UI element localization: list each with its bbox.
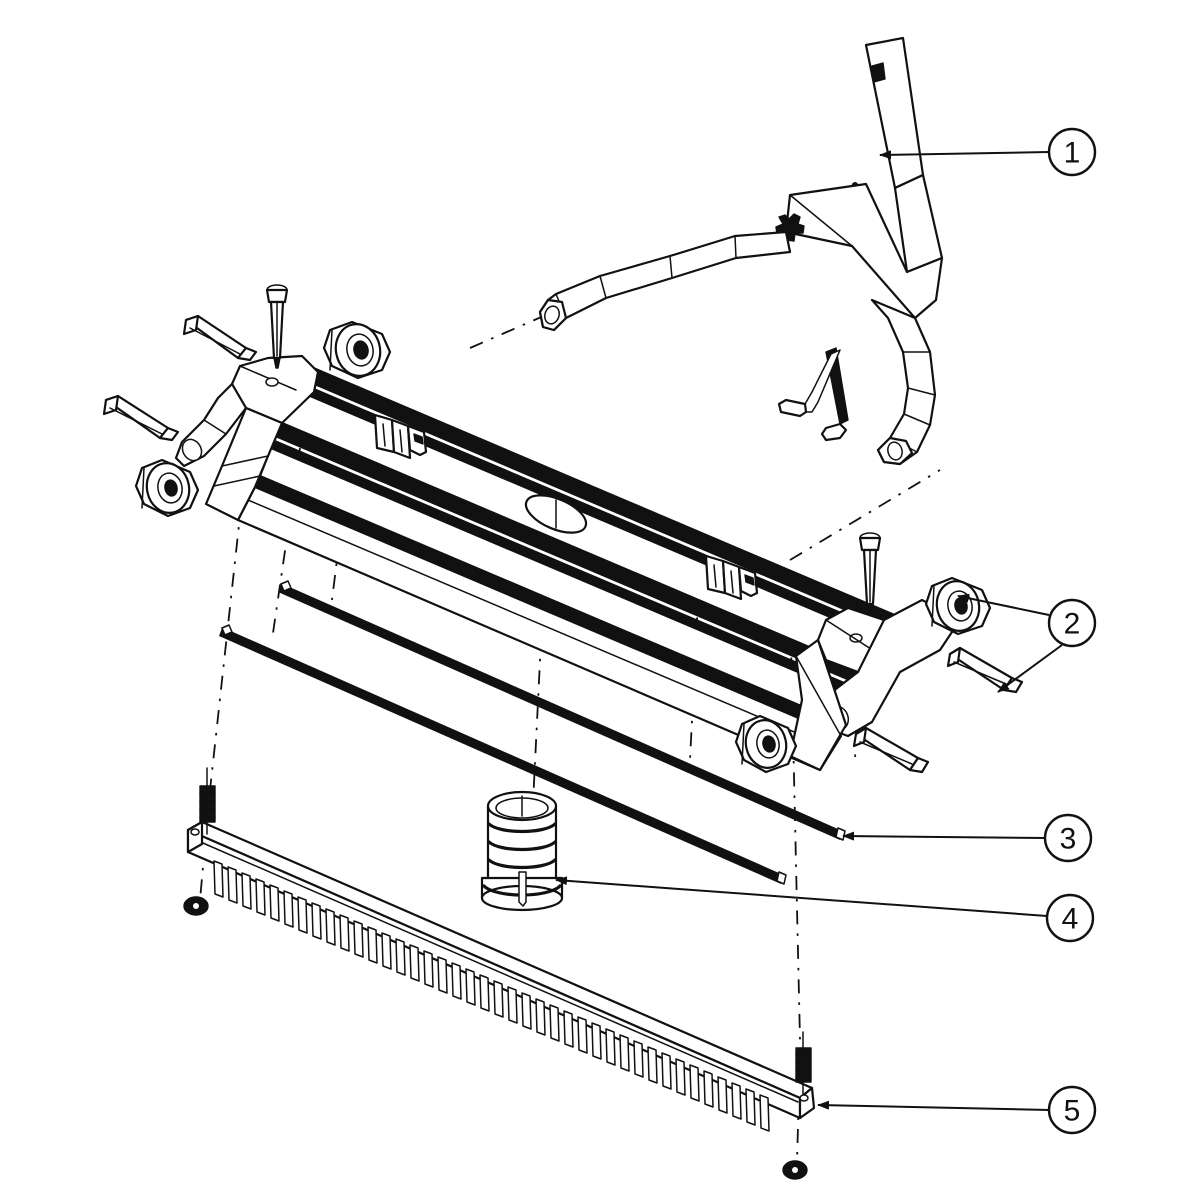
callout-balloons: 1 2 3 4 5 bbox=[1043, 127, 1097, 1135]
notched-squeegee-blade bbox=[186, 820, 816, 1132]
squeegee-main-body bbox=[134, 320, 992, 774]
callout-3[interactable]: 3 bbox=[1043, 813, 1093, 863]
callout-5[interactable]: 5 bbox=[1047, 1085, 1097, 1135]
callout-5-label: 5 bbox=[1064, 1095, 1081, 1128]
leader-3 bbox=[842, 831, 1046, 841]
callout-leaders bbox=[555, 150, 1063, 1111]
coil-spring-right bbox=[795, 1031, 812, 1095]
clamp-latch-right bbox=[704, 554, 759, 601]
socket-screw-left-vertical bbox=[265, 284, 289, 369]
handle-yoke-assembly bbox=[538, 36, 944, 466]
hex-bolt-left-lower bbox=[102, 394, 180, 442]
socket-screw-right-vertical bbox=[858, 532, 882, 615]
callout-2[interactable]: 2 bbox=[1047, 598, 1097, 648]
callout-1[interactable]: 1 bbox=[1047, 127, 1097, 177]
callout-4[interactable]: 4 bbox=[1045, 893, 1095, 943]
wheel-right-upper bbox=[924, 576, 992, 636]
clamp-latch-left bbox=[373, 413, 428, 460]
callout-2-label: 2 bbox=[1064, 608, 1081, 641]
knurled-nut-left bbox=[183, 896, 209, 916]
callout-1-label: 1 bbox=[1064, 137, 1081, 170]
blade-comb-teeth bbox=[213, 860, 770, 1132]
leader-5 bbox=[817, 1100, 1050, 1111]
leader-2b bbox=[997, 644, 1063, 693]
leader-1 bbox=[879, 150, 1050, 160]
hose-connector-fitting bbox=[480, 790, 564, 912]
hex-bolt-right-lower bbox=[852, 726, 930, 774]
callout-3-label: 3 bbox=[1060, 823, 1077, 856]
left-end-bracket bbox=[174, 354, 320, 522]
wheel-right-lower bbox=[734, 714, 798, 774]
wheel-left-lower bbox=[134, 458, 200, 518]
knurled-nut-right bbox=[782, 1160, 808, 1180]
hairpin-clip bbox=[777, 347, 849, 442]
callout-4-label: 4 bbox=[1062, 903, 1079, 936]
leader-4 bbox=[555, 876, 1048, 917]
right-end-bracket bbox=[788, 598, 954, 772]
hex-bolt-left-upper bbox=[182, 314, 258, 362]
wheel-left-upper bbox=[322, 320, 392, 380]
squeegee-blade-strip-lower bbox=[219, 624, 787, 885]
leader-2a bbox=[957, 593, 1050, 616]
coil-spring-left bbox=[199, 767, 216, 835]
